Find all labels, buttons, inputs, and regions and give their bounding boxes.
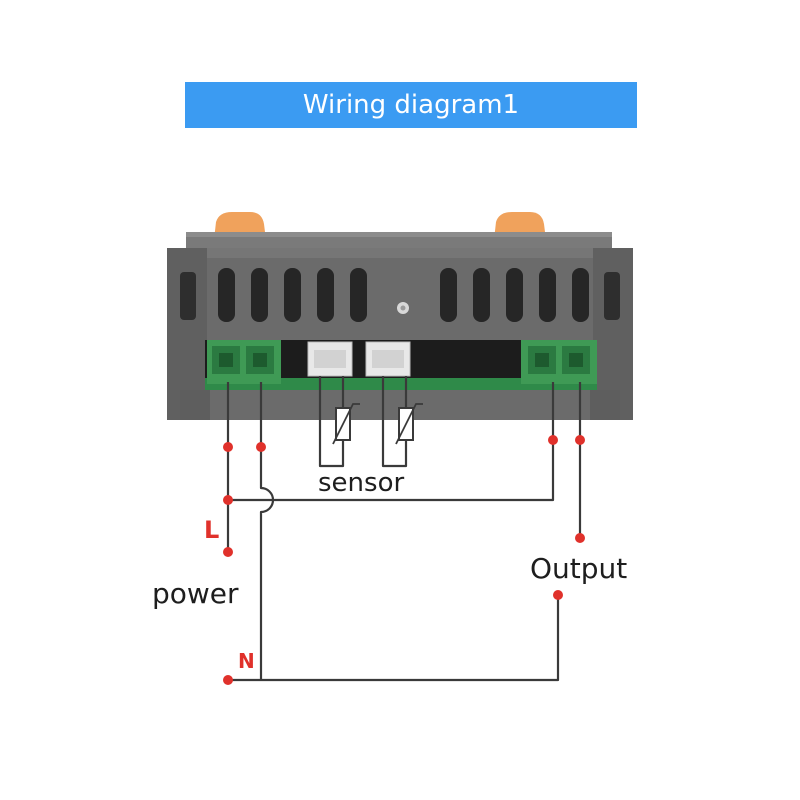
node-line-end xyxy=(223,547,233,557)
node-output-terminal xyxy=(575,435,585,445)
power-label: power xyxy=(152,577,239,610)
wire-neutral-lead xyxy=(259,382,275,680)
node-output-end xyxy=(575,533,585,543)
thermistor-right xyxy=(395,403,423,445)
pcb xyxy=(205,378,597,390)
sensor-socket-right xyxy=(365,341,411,377)
node-line-bus-junction xyxy=(223,495,233,505)
node-output-bus-terminal xyxy=(548,435,558,445)
node-line-terminal xyxy=(223,442,233,452)
node-neutral-output xyxy=(553,590,563,600)
vent-slots xyxy=(218,268,589,322)
title-banner: Wiring diagram1 xyxy=(185,82,637,128)
wire-line-bus xyxy=(228,382,555,502)
terminal-block-left xyxy=(207,340,281,384)
housing-body xyxy=(167,248,633,420)
sensor-socket-left xyxy=(307,341,353,377)
node-neutral-end xyxy=(223,675,233,685)
terminal-block-right xyxy=(521,340,597,384)
title-text: Wiring diagram1 xyxy=(302,90,520,120)
wire-neutral-return xyxy=(228,595,560,682)
output-label: Output xyxy=(530,552,628,585)
controller-device xyxy=(167,212,633,420)
sensor-label: sensor xyxy=(318,468,405,498)
node-neutral-terminal xyxy=(256,442,266,452)
junction-nodes xyxy=(223,435,585,685)
neutral-label: N xyxy=(238,649,255,673)
thermistor-left xyxy=(332,403,360,445)
line-label: L xyxy=(204,516,220,544)
